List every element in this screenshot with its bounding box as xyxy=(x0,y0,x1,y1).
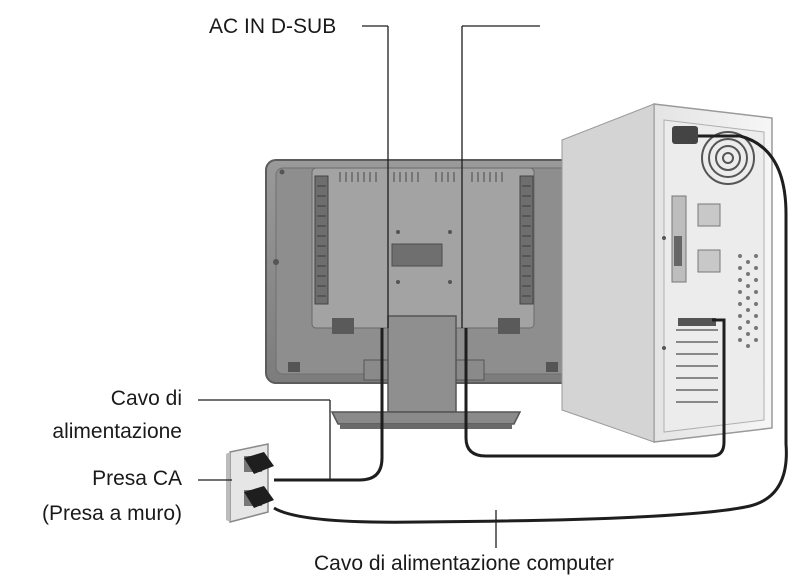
computer-plug xyxy=(244,486,274,508)
power-cable-line1: Cavo di xyxy=(110,387,182,410)
monitor-stand xyxy=(330,315,522,429)
computer-power-cable-label: Cavo di alimentazione computer xyxy=(314,551,614,576)
dsub-text: D-SUB xyxy=(270,15,337,38)
ac-in-label: AC IN D-SUB xyxy=(209,14,336,39)
computer-power-cable xyxy=(273,134,788,524)
power-cable-line2: alimentazione xyxy=(52,420,182,443)
expansion-slots xyxy=(676,329,718,403)
computer-power-cable-text: Cavo di alimentazione computer xyxy=(314,552,614,575)
monitor-rear xyxy=(265,159,583,384)
dsub-cable xyxy=(464,318,726,458)
ac-in-text: AC IN xyxy=(209,15,266,38)
monitor-top-vents xyxy=(339,172,503,182)
ac-outlet-line1: Presa CA xyxy=(92,467,182,490)
tower-vent-dots xyxy=(738,254,758,348)
monitor-side-vents xyxy=(314,175,534,305)
monitor-power-cable xyxy=(274,328,384,482)
callout-leader-lines xyxy=(198,25,540,548)
monitor-plug xyxy=(244,452,274,474)
power-cable-label: Cavo di alimentazione xyxy=(20,386,182,444)
ac-outlet-line2: (Presa a muro) xyxy=(41,502,182,525)
ac-outlet-label: Presa CA (Presa a muro) xyxy=(2,466,182,526)
fan-grill xyxy=(701,131,755,185)
computer-tower xyxy=(561,103,773,443)
